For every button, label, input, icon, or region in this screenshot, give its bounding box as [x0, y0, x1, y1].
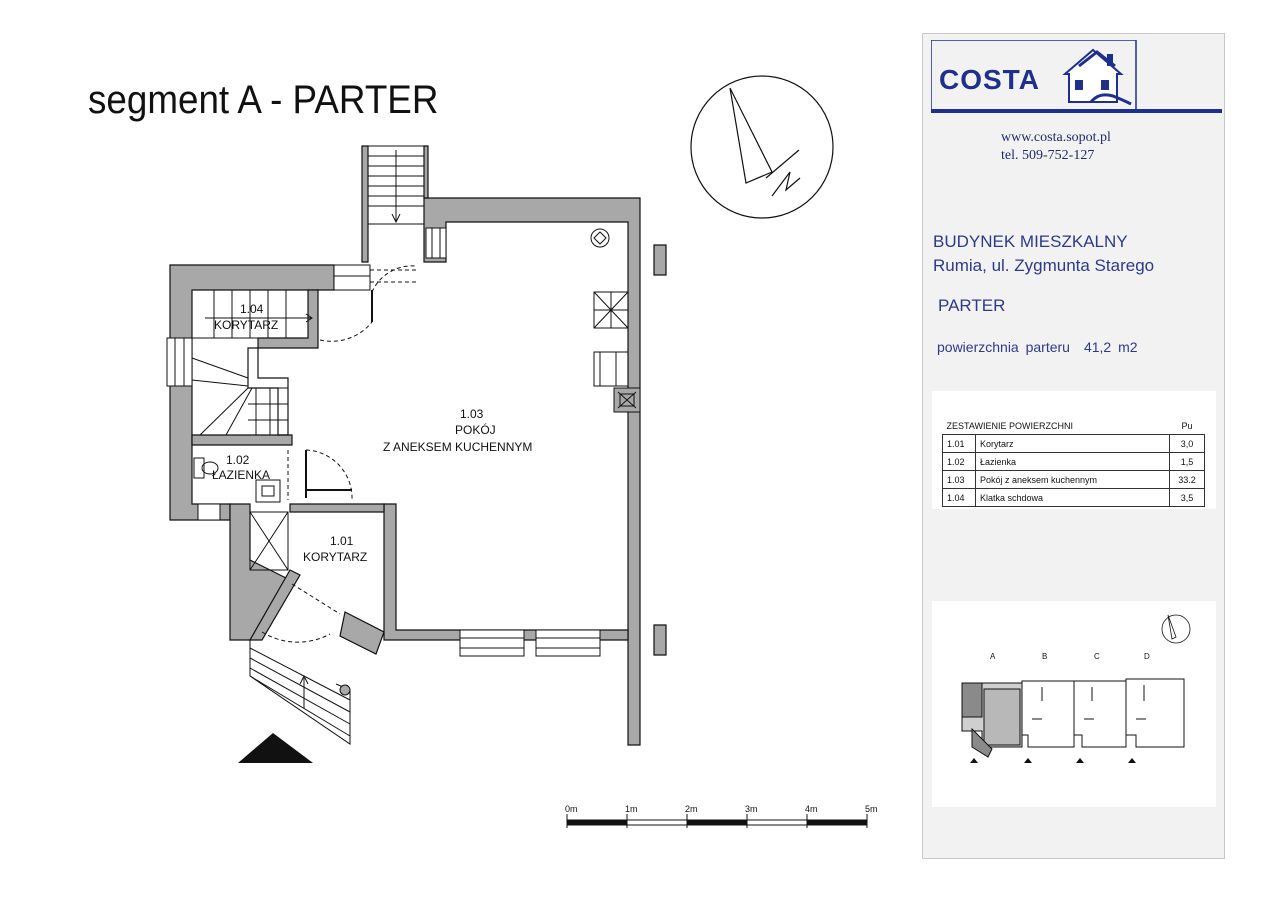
segment-label-c: C	[1094, 652, 1100, 661]
row-area: 3,0	[1169, 434, 1205, 453]
mini-north-arrow-icon	[1161, 614, 1191, 644]
logo-house-icon	[931, 40, 1222, 113]
entrance-stairs	[249, 640, 351, 745]
floor-area-value: 41,2 m2	[1083, 339, 1138, 355]
room-1-02-name: ŁAZIENKA	[212, 468, 270, 482]
mini-entrance-markers	[970, 758, 1136, 763]
website-link[interactable]: www.costa.sopot.pl	[1001, 130, 1111, 145]
doors	[261, 265, 417, 643]
info-panel: COSTA www.costa.sopot.pl tel. 509-752-12…	[922, 33, 1225, 859]
table-row: 1.03 Pokój z aneksem kuchennym 33.2	[942, 470, 1205, 489]
row-area: 1,5	[1169, 452, 1205, 471]
scale-label: 3m	[745, 804, 758, 814]
segment-label-b: B	[1042, 652, 1047, 661]
table-title: ZESTAWIENIE POWIERZCHNI	[942, 417, 1170, 435]
table-row: 1.04 Klatka schdowa 3,5	[942, 488, 1205, 507]
row-number: 1.04	[942, 488, 976, 507]
room-1-01-name: KORYTARZ	[303, 550, 367, 564]
building-type: BUDYNEK MIESZKALNY	[933, 232, 1128, 251]
row-area: 3,5	[1169, 488, 1205, 507]
windows	[166, 227, 601, 657]
floor-label: PARTER	[938, 296, 1006, 315]
building-address: Rumia, ul. Zygmunta Starego	[933, 256, 1155, 275]
contact-info: www.costa.sopot.pl tel. 509-752-127	[1001, 129, 1111, 165]
company-logo: COSTA	[931, 40, 1222, 114]
room-1-03-name-line1: POKÓJ	[455, 422, 496, 437]
north-arrow-icon	[690, 75, 834, 219]
scale-bar: 0m 1m 2m 3m 4m 5m	[565, 804, 878, 828]
site-key-plan: A B C D	[932, 601, 1216, 807]
room-1-04-name: KORYTARZ	[214, 318, 278, 332]
floor-plan: 1.04 KORYTARZ 1.03 POKÓJ Z ANEKSEM KUCHE…	[166, 75, 878, 828]
floor-area: powierzchnia parteru 41,2 m2	[937, 339, 1138, 355]
entrance-marker-icon	[238, 733, 313, 763]
kitchen-fixtures	[590, 228, 641, 413]
key-plan-svg: A B C D	[961, 614, 1191, 763]
area-summary-table: ZESTAWIENIE POWIERZCHNI Pu 1.01 Korytarz…	[942, 417, 1205, 507]
area-summary-card: ZESTAWIENIE POWIERZCHNI Pu 1.01 Korytarz…	[932, 391, 1216, 509]
table-unit-header: Pu	[1169, 417, 1205, 435]
row-area: 33.2	[1169, 470, 1205, 489]
row-number: 1.03	[942, 470, 976, 489]
row-name: Łazienka	[975, 452, 1170, 471]
table-row: 1.02 Łazienka 1,5	[942, 452, 1205, 471]
room-1-02-number: 1.02	[226, 453, 250, 467]
phone-number: tel. 509-752-127	[1001, 148, 1095, 163]
logo-text: COSTA	[939, 64, 1040, 95]
segment-label-a: A	[990, 652, 996, 661]
mini-segments	[961, 678, 1185, 758]
table-header-row: ZESTAWIENIE POWIERZCHNI Pu	[942, 417, 1205, 435]
room-1-03-number: 1.03	[460, 407, 484, 421]
table-row: 1.01 Korytarz 3,0	[942, 434, 1205, 453]
row-name: Pokój z aneksem kuchennym	[975, 470, 1170, 489]
upper-stairs	[367, 145, 425, 225]
row-number: 1.02	[942, 452, 976, 471]
room-1-03-name-line2: Z ANEKSEM KUCHENNYM	[383, 440, 532, 454]
plan-title: segment A - PARTER	[88, 78, 439, 122]
room-1-04-number: 1.04	[240, 302, 264, 316]
row-number: 1.01	[942, 434, 976, 453]
floor-area-label: powierzchnia parteru	[937, 339, 1070, 355]
bathroom-fixtures	[193, 457, 289, 571]
scale-label: 1m	[625, 804, 638, 814]
segment-label-d: D	[1144, 652, 1150, 661]
scale-label: 0m	[565, 804, 578, 814]
row-name: Korytarz	[975, 434, 1170, 453]
scale-label: 2m	[685, 804, 698, 814]
scale-label: 5m	[865, 804, 878, 814]
building-info: BUDYNEK MIESZKALNY Rumia, ul. Zygmunta S…	[933, 230, 1154, 278]
row-name: Klatka schdowa	[975, 488, 1170, 507]
room-1-01-number: 1.01	[330, 534, 354, 548]
scale-label: 4m	[805, 804, 818, 814]
